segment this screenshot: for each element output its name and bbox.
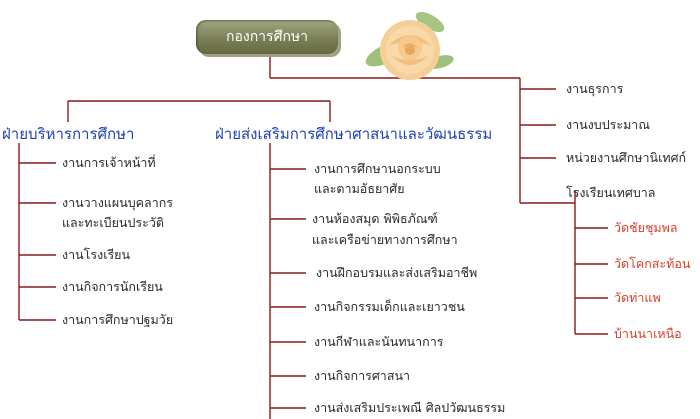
- promo-item-religion: งานกิจการศาสนา: [314, 368, 411, 383]
- unit-budget: งานงบประมาณ: [566, 117, 650, 132]
- promo-item-library-line2: และเครือข่ายทางการศึกษา: [312, 232, 458, 247]
- rose-flower-icon: [365, 11, 454, 80]
- promo-item-library: งานห้องสมุด พิพิธภัณฑ์: [312, 211, 438, 226]
- admin-item-planning-line2: และทะเบียนประวัติ: [62, 215, 164, 230]
- promo-item-youth: งานกิจกรรมเด็กและเยาวชน: [314, 299, 465, 314]
- school-ban-na-nuea: บ้านนาเหนือ: [614, 326, 682, 341]
- promo-item-sports: งานกีฬาและนันทนาการ: [314, 334, 444, 349]
- unit-supervision: หน่วยงานศึกษานิเทศก์: [566, 150, 687, 165]
- root-node: กองการศึกษา: [196, 20, 338, 54]
- unit-general-affairs: งานธุรการ: [566, 81, 624, 96]
- admin-item-early-childhood: งานการศึกษาปฐมวัย: [62, 312, 174, 327]
- promo-item-culture: งานส่งเสริมประเพณี ศิลปวัฒนธรรม: [314, 400, 506, 415]
- admin-item-students: งานกิจการนักเรียน: [62, 279, 163, 294]
- school-wat-chai-chumphon: วัดชัยชุมพล: [614, 220, 678, 235]
- unit-municipal-schools: โรงเรียนเทศบาล: [566, 185, 656, 200]
- school-wat-tha-phae: วัดท่าแพ: [614, 290, 661, 305]
- school-wat-khok-sathon: วัดโคกสะท้อน: [614, 256, 691, 271]
- admin-item-planning: งานวางแผนบุคลากร: [62, 195, 173, 210]
- promo-item-vocational: งานฝึกอบรมและส่งเสริมอาชีพ: [316, 265, 478, 280]
- promo-item-nonformal: งานการศึกษานอกระบบ: [314, 161, 441, 176]
- admin-item-staff: งานการเจ้าหน้าที่: [62, 155, 156, 170]
- department-title-promotion: ฝ่ายส่งเสริมการศึกษาศาสนาและวัฒนธรรม: [215, 125, 493, 143]
- admin-item-schools: งานโรงเรียน: [62, 247, 131, 262]
- promo-item-nonformal-line2: และตามอัธยาศัย: [314, 181, 405, 196]
- department-title-admin: ฝ่ายบริหารการศึกษา: [2, 125, 135, 143]
